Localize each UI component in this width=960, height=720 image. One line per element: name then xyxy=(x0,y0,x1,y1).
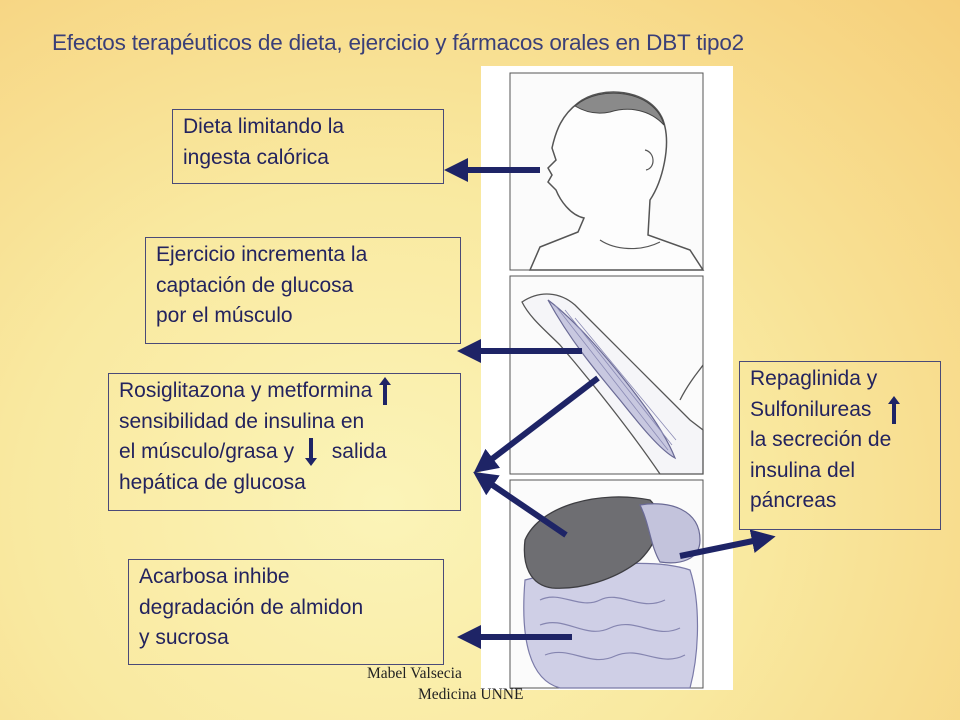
arm-illustration xyxy=(509,275,704,475)
arrow-pancreas-to-repa xyxy=(679,529,776,559)
box-ejercicio: Ejercicio incrementa la captación de glu… xyxy=(145,237,461,344)
up-arrow-icon xyxy=(888,395,901,424)
arrows xyxy=(444,158,776,649)
liver-intestine-illustration xyxy=(509,479,704,689)
footer-author: Mabel Valsecia xyxy=(367,665,462,682)
head-illustration xyxy=(509,72,705,271)
up-arrow-icon xyxy=(379,377,392,406)
box-acarbosa: Acarbosa inhibe degradación de almidon y… xyxy=(128,559,444,665)
box-repaglinida: Repaglinida y Sulfonilureas la secreción… xyxy=(739,361,941,530)
box-dieta: Dieta limitando la ingesta calórica xyxy=(172,109,444,184)
arrow-liver-to-rosi xyxy=(473,471,568,538)
box-rosiglitazona: Rosiglitazona y metformina sensibilidad … xyxy=(108,373,461,511)
down-arrow-icon xyxy=(304,438,317,467)
slide-title: Efectos terapéuticos de dieta, ejercicio… xyxy=(52,30,744,55)
footer-institution: Medicina UNNE xyxy=(418,686,524,703)
arrow-muscle-to-rosi xyxy=(473,375,600,473)
